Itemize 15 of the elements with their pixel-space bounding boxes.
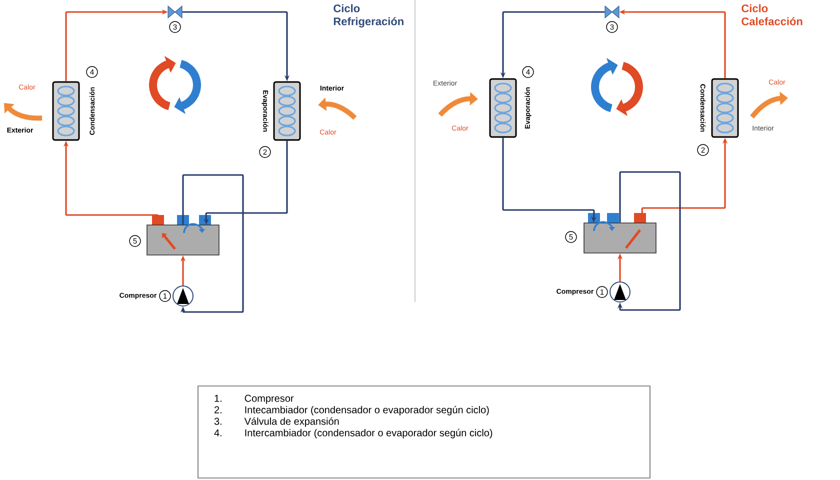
refrigerant-pipe	[617, 171, 681, 311]
cycle-title: Ciclo Calefacción	[742, 4, 802, 26]
expansion-valve	[168, 6, 182, 18]
heat-exchanger-coil	[711, 78, 739, 138]
heat-exchanger-coil	[489, 78, 517, 138]
heat-exchanger-coil	[52, 81, 80, 141]
four-way-valve	[584, 213, 656, 254]
four-way-valve	[146, 215, 220, 256]
refrigerant-pipe	[180, 174, 244, 313]
expansion-valve	[604, 6, 620, 18]
cycle-title: Ciclo Refrigeración	[334, 4, 404, 28]
compressor	[610, 282, 630, 302]
heat-exchanger-coil	[273, 81, 301, 141]
list-box: 1. Compresor 2. Intecambiador (condensador o evaporador según ciclo) 3. Válvula de expansión 4. Intercambiador (condensador o evaporador según ciclo)	[198, 386, 650, 478]
compressor	[172, 286, 194, 306]
